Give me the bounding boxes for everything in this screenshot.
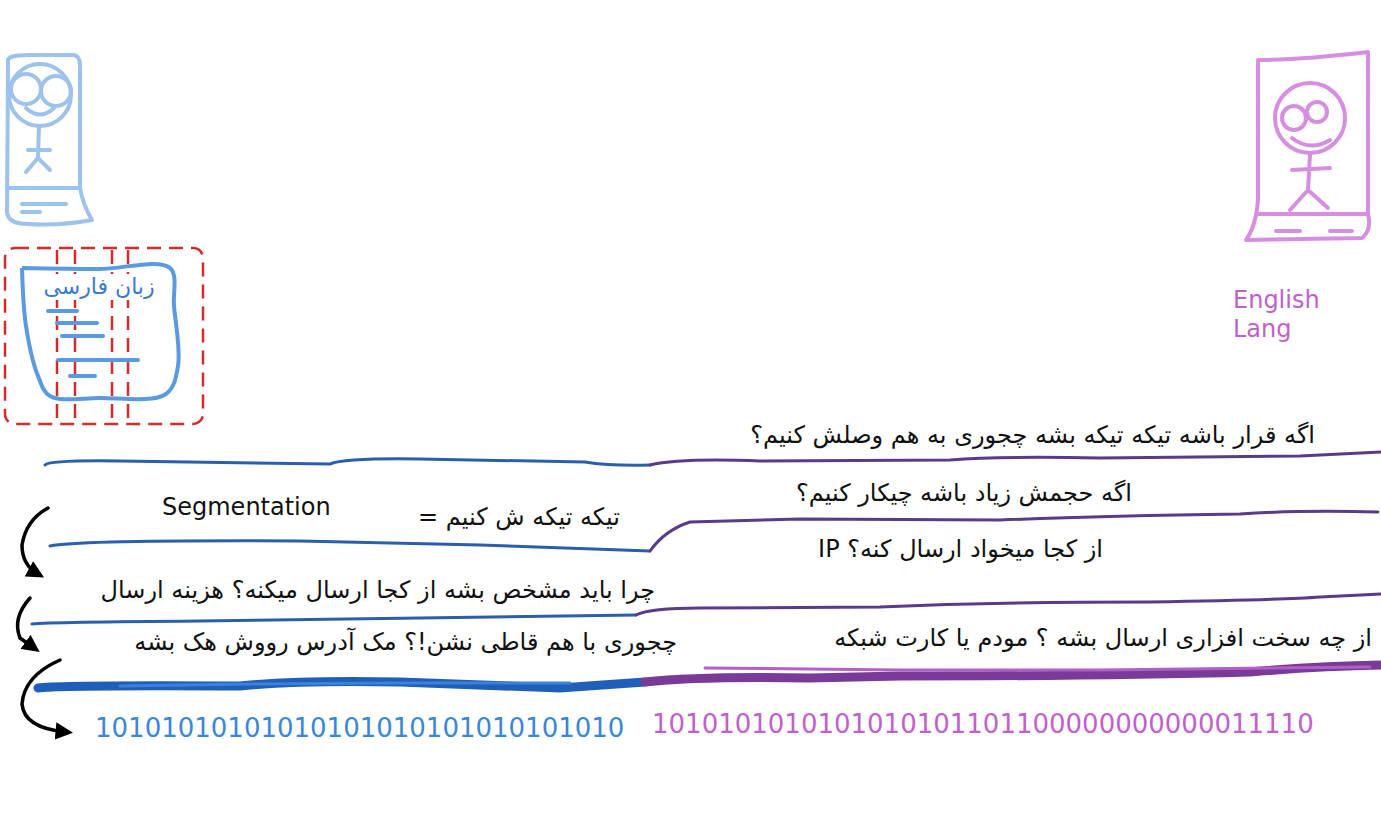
document-line — [62, 334, 103, 338]
question-note: اگه حجمش زیاد باشه چیکار کنیم؟ — [796, 479, 1132, 508]
document-text-holder: زبان فارسی — [18, 266, 180, 300]
persian-user-figure — [7, 55, 92, 225]
english-user-figure — [1246, 52, 1369, 240]
document-title: زبان فارسی — [40, 274, 157, 300]
language-label: English Lang — [1233, 286, 1345, 344]
bit-stream: 1010101010101010101101100000000000011110 — [652, 709, 1314, 740]
document-line — [58, 358, 138, 362]
bit-stream: 10101010101010101010101010101010 — [95, 713, 624, 744]
layer-lines-right — [636, 452, 1381, 682]
flow-arrows — [18, 508, 66, 732]
question-note: چجوری با هم قاطی نشن!؟ مک آدرس رووش هک ب… — [134, 628, 677, 657]
document-line — [57, 321, 97, 325]
document-box: زبان فارسی — [18, 266, 180, 400]
question-note: اگه قرار باشه تیکه تیکه بشه چجوری به هم … — [750, 421, 1315, 450]
term-label: Segmentation — [162, 493, 331, 522]
segment-marks — [5, 248, 203, 424]
document-line — [48, 309, 77, 313]
question-note: از چه سخت افزاری ارسال بشه ؟ مودم یا کار… — [834, 624, 1372, 653]
definition-note: تیکه تیکه ش کنیم = — [418, 503, 620, 532]
document-line — [70, 374, 95, 378]
question-note: از کجا میخواد ارسال کنه؟ IP — [818, 535, 1103, 564]
question-note: چرا باید مشخص بشه از کجا ارسال میکنه؟ هز… — [101, 576, 655, 605]
document-border — [22, 264, 179, 399]
